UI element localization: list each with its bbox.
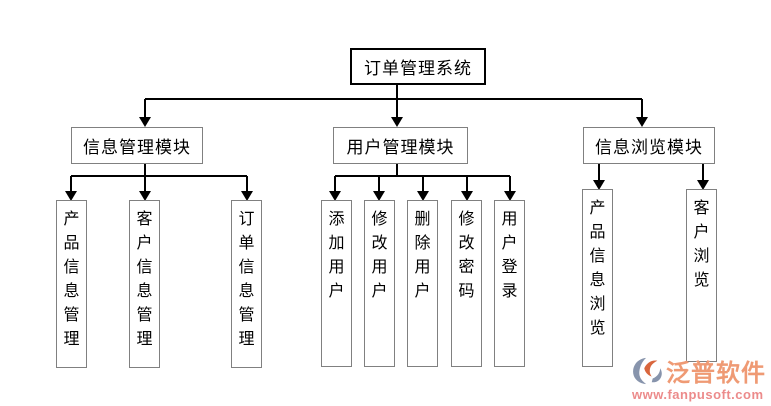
module-node-label: 用户管理模块 [346, 138, 455, 157]
watermark-url-text: www.fanpusoft.com [632, 387, 764, 402]
leaf-node-change-password: 修改密码 [451, 200, 482, 367]
module-node-label: 信息浏览模块 [595, 138, 703, 157]
leaf-node-delete-user: 删除用户 [407, 200, 438, 367]
watermark: 泛普软件 www.fanpusoft.com [632, 357, 771, 403]
leaf-node-product-info-browse: 产品信息浏览 [582, 189, 613, 367]
leaf-node-add-user: 添加用户 [321, 200, 352, 367]
module-node-label: 信息管理模块 [83, 138, 191, 157]
module-node-info-browse: 信息浏览模块 [583, 127, 715, 164]
leaf-node-user-login: 用户登录 [494, 200, 525, 367]
module-node-info-management: 信息管理模块 [71, 127, 203, 164]
fanpu-swoosh-icon [632, 357, 664, 390]
watermark-brand-text: 泛普软件 [666, 359, 766, 387]
leaf-node-product-info-management: 产品信息管理 [56, 200, 87, 368]
leaf-node-modify-user: 修改用户 [364, 200, 395, 367]
root-node-label: 订单管理系统 [364, 59, 472, 78]
module-node-user-management: 用户管理模块 [333, 127, 468, 164]
leaf-node-customer-browse: 客户浏览 [686, 189, 717, 362]
leaf-node-order-info-management: 订单信息管理 [231, 200, 262, 368]
leaf-node-customer-info-management: 客户信息管理 [129, 200, 160, 368]
root-node-order-management-system: 订单管理系统 [350, 48, 486, 85]
